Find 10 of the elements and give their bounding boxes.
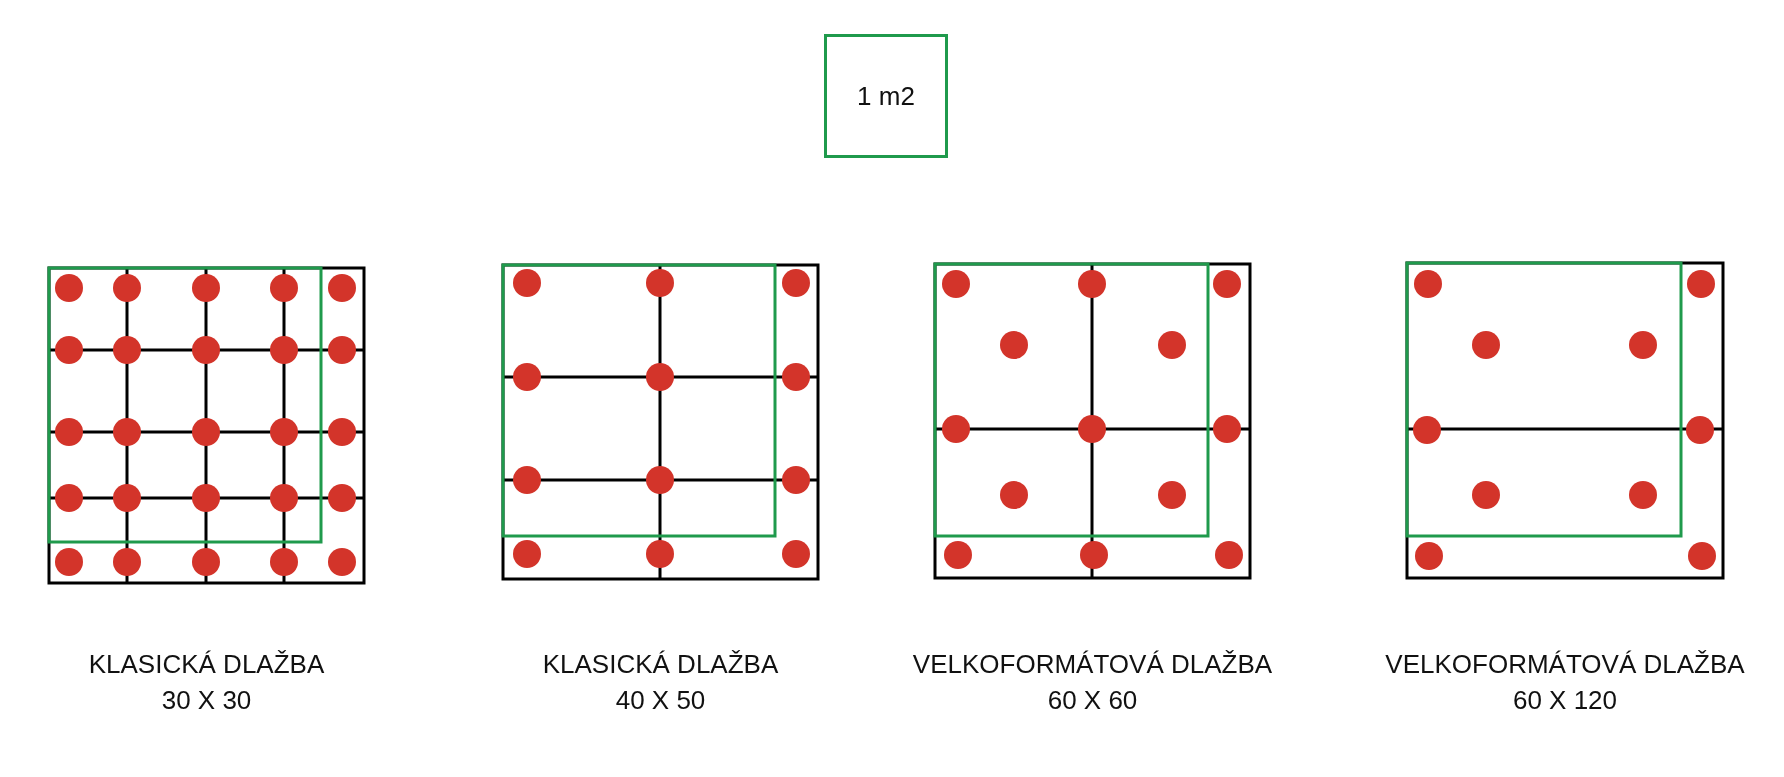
tile-type-caption: KLASICKÁ DLAŽBA [541, 648, 780, 681]
tile-type-caption: KLASICKÁ DLAŽBA [87, 648, 326, 681]
tile-size-caption: 60 X 60 [1046, 684, 1139, 717]
tile-size-caption: 40 X 50 [614, 684, 707, 717]
tile-size-caption: 60 X 120 [1511, 684, 1619, 717]
area-label: 1 m2 [857, 80, 915, 112]
reference-square [824, 34, 948, 158]
tile-size-caption: 30 X 30 [160, 684, 253, 717]
tile-type-caption: VELKOFORMÁTOVÁ DLAŽBA [1384, 648, 1746, 681]
tile-type-caption: VELKOFORMÁTOVÁ DLAŽBA [911, 648, 1274, 681]
